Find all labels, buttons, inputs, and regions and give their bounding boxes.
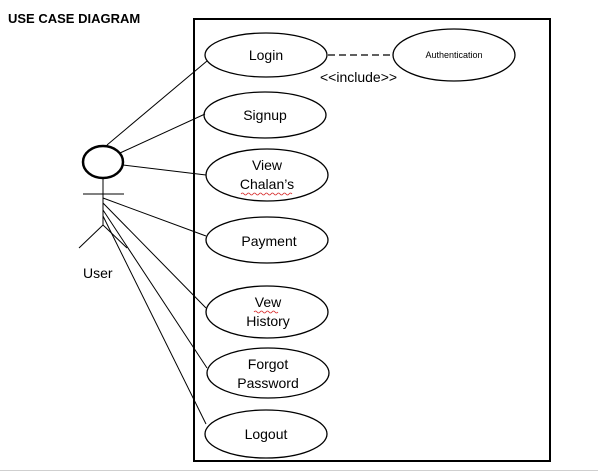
association-signup [119,113,206,154]
forgot-password-label-line1: Forgot [248,356,289,372]
use-case-authentication: Authentication [392,28,516,82]
diagram-title: USE CASE DIAGRAM [8,11,140,26]
signup-ellipse [203,91,327,139]
view-chalans-ellipse [205,148,329,202]
signup-label: Signup [243,107,287,123]
payment-ellipse [205,216,329,264]
association-view-chalans [122,164,207,176]
use-case-login: Login [204,32,328,78]
view-history-label-line1: Vew [255,294,282,310]
association-forgot-password [102,209,208,369]
forgot-password-ellipse [206,347,330,399]
association-logout [102,215,207,425]
association-login [106,60,208,146]
actor-head [81,144,125,180]
actor-user: User [78,144,128,281]
logout-ellipse [204,409,328,459]
actor-right-leg [102,224,128,249]
spellcheck-underline [240,192,293,196]
login-label: Login [249,47,283,63]
use-case-payment: Payment [205,216,329,264]
logout-label: Logout [245,426,288,442]
associations [102,60,208,425]
use-case-view-chalans: View Chalan’s [205,148,329,202]
forgot-password-label-line2: Password [237,375,298,391]
view-chalans-label-line2: Chalan’s [240,176,294,192]
authentication-label: Authentication [425,50,482,60]
use-case-forgot-password: Forgot Password [206,347,330,399]
window-bottom-edge [0,470,598,471]
view-chalans-label-line1: View [252,157,283,173]
payment-label: Payment [241,233,296,249]
login-ellipse [204,32,328,78]
system-boundary [193,18,551,462]
actor-left-leg [78,224,104,249]
association-payment [102,197,207,237]
association-view-history [102,202,207,309]
include-label: <<include>> [320,69,397,85]
use-case-signup: Signup [203,91,327,139]
use-case-view-history: Vew History [205,285,329,339]
view-history-label-line2: History [246,313,290,329]
spellcheck-underline [253,310,279,314]
authentication-ellipse [392,28,516,82]
actor-label: User [83,265,113,281]
use-case-logout: Logout [204,409,328,459]
view-history-ellipse [205,285,329,339]
